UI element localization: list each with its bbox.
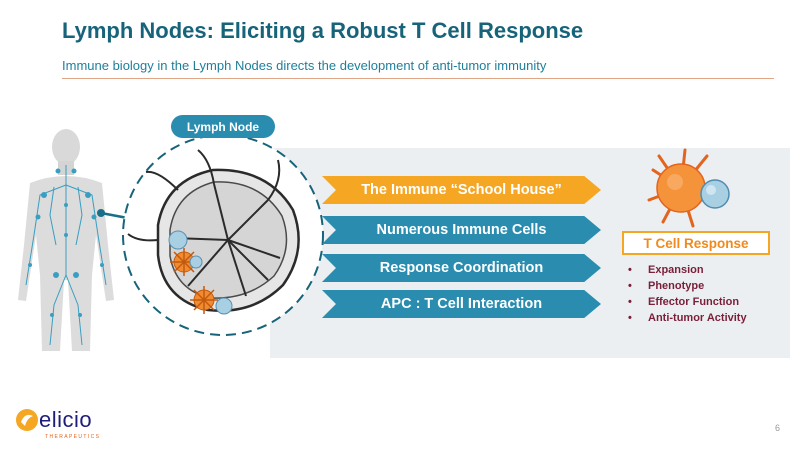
t-cell-icon (647, 148, 730, 228)
arrow-apc-t-cell-interaction: APC : T Cell Interaction (322, 290, 601, 318)
page-number: 6 (775, 423, 781, 433)
list-item: Effector Function (626, 294, 747, 310)
title-divider (62, 78, 774, 79)
list-item: Expansion (626, 262, 747, 278)
arrow-response-coordination: Response Coordination (322, 254, 601, 282)
arrow-immune-school-house: The Immune “School House” (322, 176, 601, 204)
lymph-node-illustration (122, 134, 324, 336)
lymph-node-label: Lymph Node (171, 115, 275, 138)
brand-subtitle: THERAPEUTICS (45, 434, 101, 440)
list-item: Anti-tumor Activity (626, 310, 747, 326)
page-subtitle: Immune biology in the Lymph Nodes direct… (62, 58, 547, 73)
brand-name: elicio (39, 407, 93, 432)
list-item: Phenotype (626, 278, 747, 294)
elicio-logo: elicio THERAPEUTICS (15, 407, 99, 440)
elicio-logo-icon (16, 409, 38, 431)
arrow-numerous-immune-cells: Numerous Immune Cells (322, 216, 601, 244)
t-cell-response-list: Expansion Phenotype Effector Function An… (626, 262, 747, 326)
t-cell-response-title: T Cell Response (622, 231, 770, 255)
page-title: Lymph Nodes: Eliciting a Robust T Cell R… (62, 18, 584, 43)
human-body-icon (18, 129, 114, 351)
